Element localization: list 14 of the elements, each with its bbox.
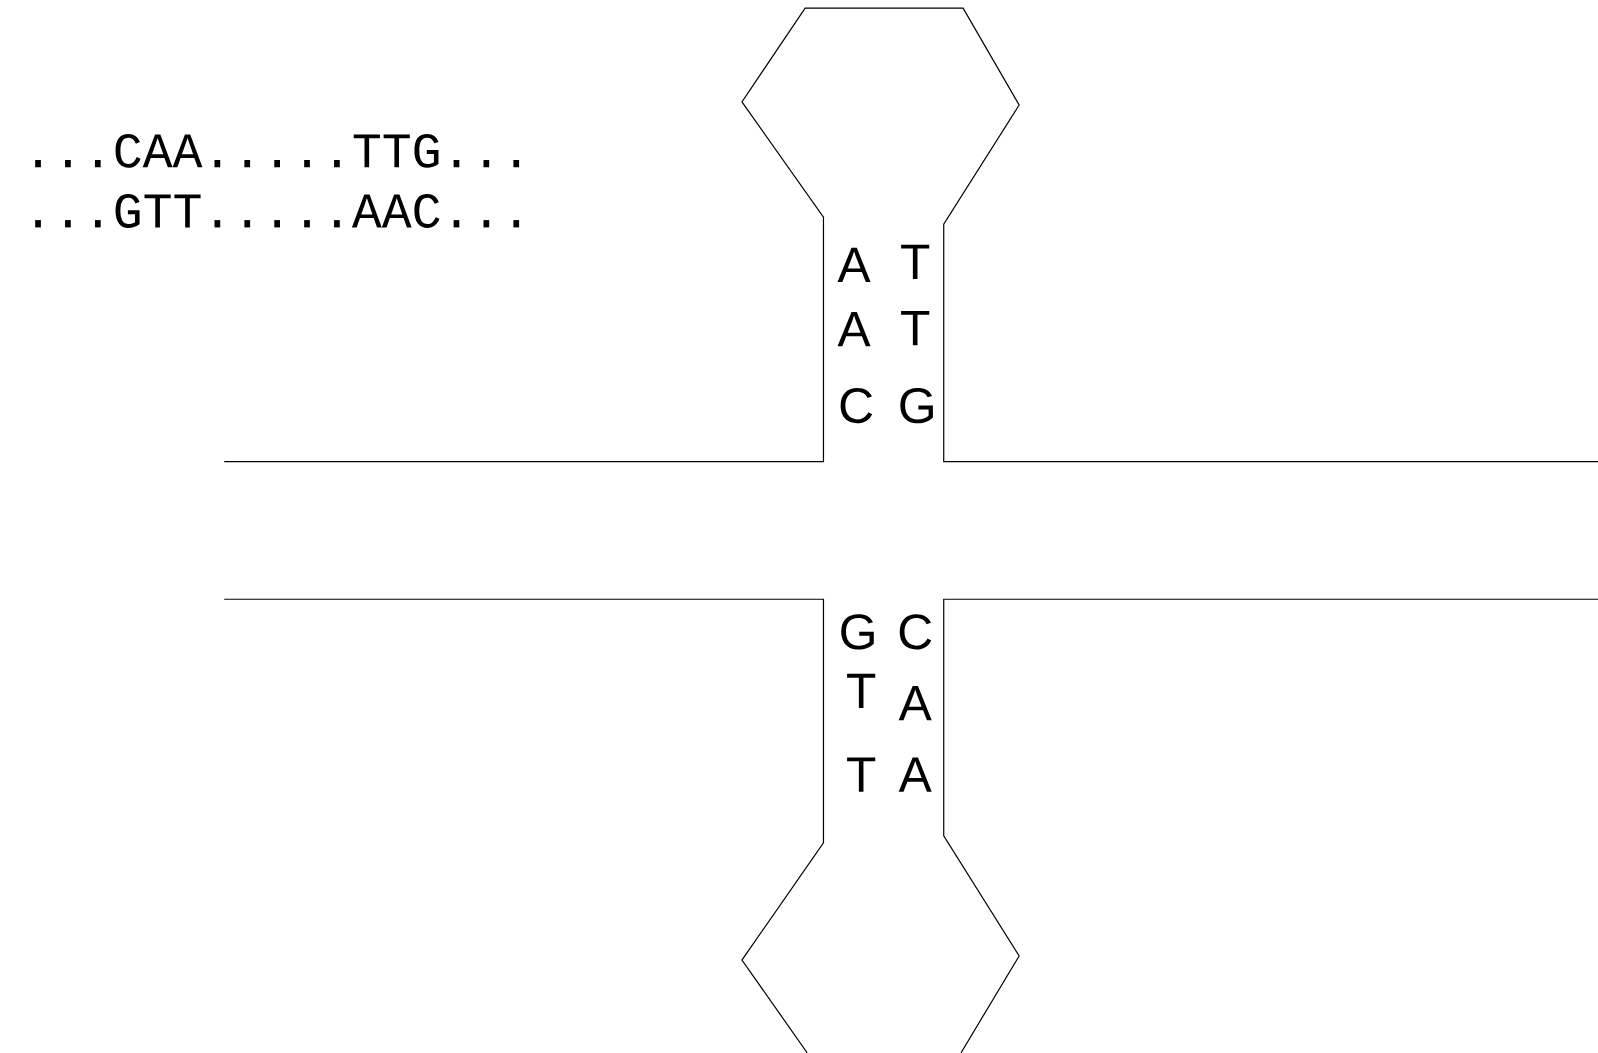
base-letter: G <box>841 614 874 650</box>
base-letter: A <box>837 247 871 283</box>
base-letter: T <box>847 757 876 792</box>
base-letter: T <box>847 673 876 709</box>
base-letter: T <box>901 244 930 280</box>
base-letter: A <box>898 686 932 721</box>
base-letter: C <box>899 614 932 650</box>
base-letter: A <box>898 757 932 792</box>
base-letter: A <box>837 312 871 347</box>
sequence-text: ...GTT.....AAC... <box>35 194 520 228</box>
base-letter: T <box>901 311 930 346</box>
base-letter: C <box>840 388 873 424</box>
sequence-text: ...CAA.....TTG... <box>35 133 520 168</box>
base-letter: G <box>900 388 933 424</box>
